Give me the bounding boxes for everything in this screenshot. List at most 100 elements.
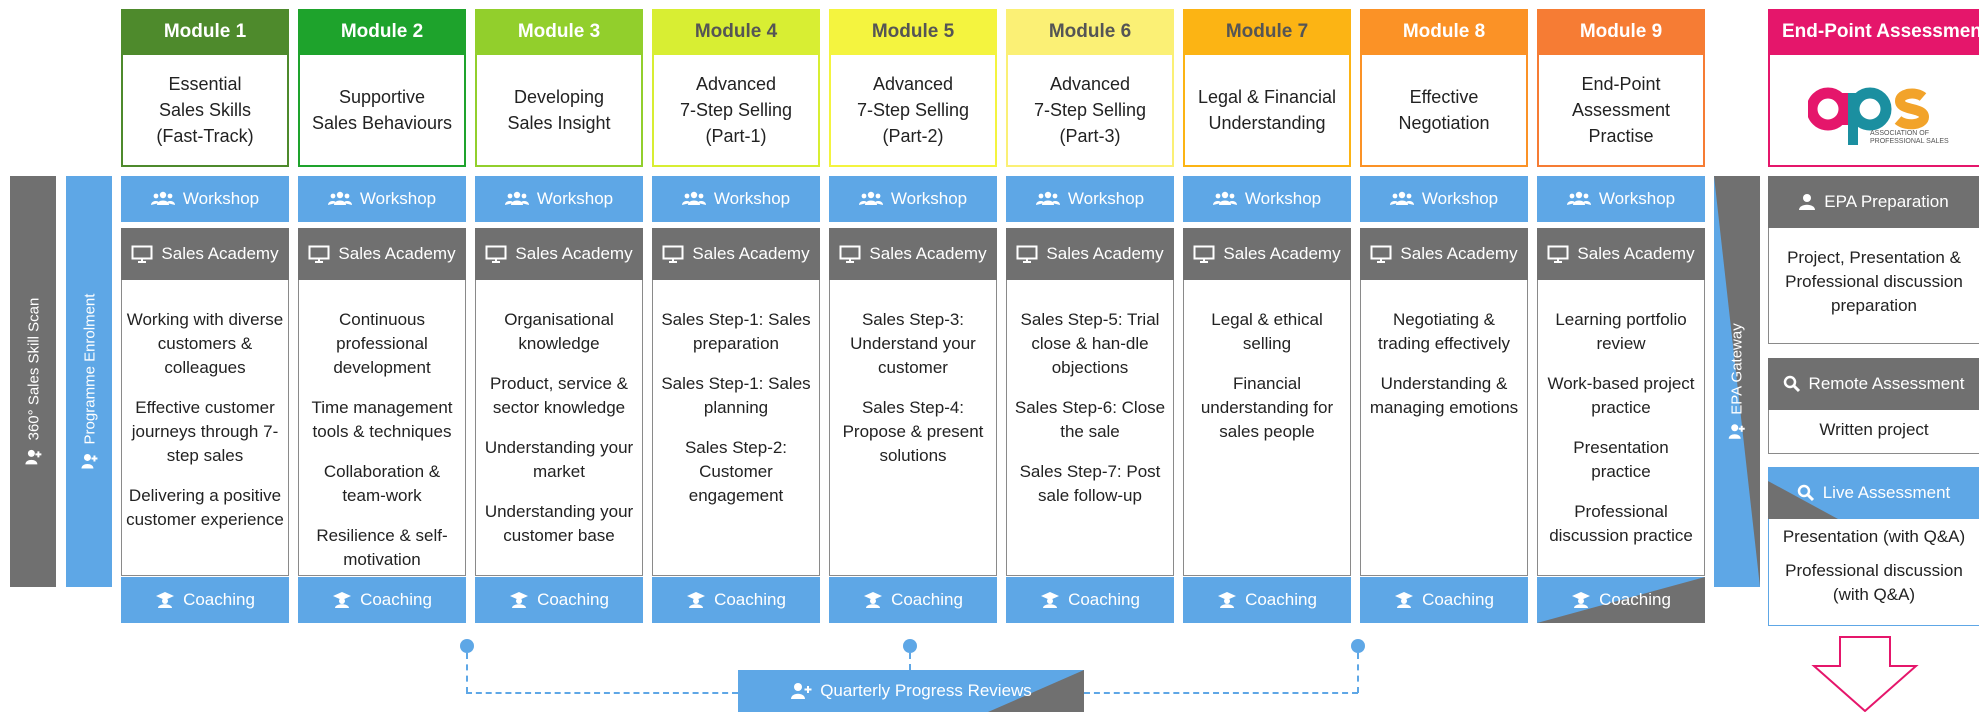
topic-item: Understanding your market [484, 438, 634, 481]
svg-text:ASSOCIATION OF: ASSOCIATION OF [1870, 130, 1929, 137]
sales-academy-bar: Sales Academy [1006, 228, 1174, 280]
monitor-icon [1547, 245, 1569, 263]
enrolment-bar: Programme Enrolment [66, 176, 112, 587]
topic-item: Work-based project practice [1547, 374, 1695, 417]
graduation-icon [1041, 592, 1060, 608]
topic-item: Working with diverse customers & colleag… [126, 310, 284, 377]
monitor-icon [1193, 245, 1215, 263]
coaching-bar: Coaching [121, 577, 289, 623]
live-assessment-body: Presentation (with Q&A) Professional dis… [1768, 519, 1979, 626]
connector-line [909, 653, 911, 670]
topic-item: Effective customer journeys through 7-st… [131, 398, 279, 465]
monitor-icon [1370, 245, 1392, 263]
workshop-label: Workshop [182, 189, 260, 208]
coaching-label: Coaching [891, 590, 963, 609]
live-assessment-item: Professional discussion (with Q&A) [1785, 561, 1963, 604]
sales-academy-label: Sales Academy [515, 244, 633, 263]
sales-academy-bar: Sales Academy [1183, 228, 1351, 280]
connector-line [466, 653, 468, 693]
gateway-shade [1714, 176, 1760, 587]
coaching-label: Coaching [537, 590, 609, 609]
topic-item: Delivering a positive customer experienc… [126, 486, 284, 529]
module-label: Module 7 [1183, 9, 1351, 55]
group-icon [327, 191, 352, 205]
module-topics: Working with diverse customers & colleag… [121, 280, 289, 576]
epa-header: End-Point Assessment [1768, 9, 1979, 55]
sales-academy-bar: Sales Academy [829, 228, 997, 280]
remote-assessment-title: Remote Assessment [1808, 374, 1965, 393]
skill-scan-label: 360° Sales Skill Scan [24, 297, 42, 440]
aps-logo: ASSOCIATION OF PROFESSIONAL SALES [1768, 55, 1979, 167]
workshop-label: Workshop [536, 189, 614, 208]
workshop-bar: Workshop [1537, 176, 1705, 222]
workshop-label: Workshop [890, 189, 968, 208]
module-label: Module 2 [298, 9, 466, 55]
coaching-label: Coaching [1068, 590, 1140, 609]
graduation-icon [687, 592, 706, 608]
module-title: Advanced 7-Step Selling (Part-1) [652, 55, 820, 167]
workshop-label: Workshop [713, 189, 791, 208]
coaching-bar: Coaching [652, 577, 820, 623]
monitor-icon [131, 245, 153, 263]
search-icon [1783, 375, 1800, 393]
remote-assessment-text: Written project [1819, 420, 1929, 439]
topic-item: Time management tools & techniques [311, 398, 453, 441]
group-icon [150, 191, 175, 205]
monitor-icon [662, 245, 684, 263]
svg-text:PROFESSIONAL SALES: PROFESSIONAL SALES [1870, 138, 1949, 145]
epa-preparation-title: EPA Preparation [1824, 192, 1949, 211]
connector-line [1084, 692, 1358, 694]
live-assessment-item: Presentation (with Q&A) [1782, 527, 1966, 546]
module-title: Advanced 7-Step Selling (Part-3) [1006, 55, 1174, 167]
module-title: Supportive Sales Behaviours [298, 55, 466, 167]
sales-academy-bar: Sales Academy [475, 228, 643, 280]
topic-item: Professional discussion practice [1549, 502, 1693, 545]
remote-assessment-body: Written project [1768, 410, 1979, 454]
topic-item: Negotiating & trading effectively [1378, 310, 1510, 353]
workshop-label: Workshop [1421, 189, 1499, 208]
graduation-icon [1218, 592, 1237, 608]
review-point [1351, 639, 1365, 653]
user-add-icon [25, 449, 41, 464]
coaching-bar: Coaching [829, 577, 997, 623]
down-arrow-icon [1811, 636, 1919, 712]
user-add-icon [81, 453, 98, 468]
module-label: Module 1 [121, 9, 289, 55]
module-label: Module 4 [652, 9, 820, 55]
sales-academy-label: Sales Academy [1223, 244, 1341, 263]
module-label: Module 8 [1360, 9, 1528, 55]
coaching-bar: Coaching [298, 577, 466, 623]
module-label: Module 9 [1537, 9, 1705, 55]
connector-line [1357, 653, 1359, 693]
graduation-icon [1572, 592, 1591, 608]
user-add-icon [1729, 423, 1745, 439]
workshop-bar: Workshop [1006, 176, 1174, 222]
gateway-label: EPA Gateway [1728, 322, 1746, 415]
coaching-bar: Coaching [1006, 577, 1174, 623]
group-icon [1212, 191, 1237, 205]
module-title: End-Point Assessment Practise [1537, 55, 1705, 167]
group-icon [858, 191, 883, 205]
topic-item: Sales Step-1: Sales planning [661, 374, 811, 417]
coaching-label: Coaching [183, 590, 255, 609]
topic-item: Sales Step-3: Understand your customer [850, 310, 976, 377]
sales-academy-label: Sales Academy [1577, 244, 1695, 263]
sales-academy-label: Sales Academy [161, 244, 279, 263]
workshop-label: Workshop [1244, 189, 1322, 208]
coaching-label: Coaching [1599, 590, 1671, 609]
topic-item: Sales Step-6: Close the sale [1014, 398, 1166, 441]
workshop-bar: Workshop [475, 176, 643, 222]
qpr-shade [738, 670, 1084, 712]
sales-academy-bar: Sales Academy [1360, 228, 1528, 280]
live-assessment-title: Live Assessment [1822, 483, 1951, 502]
